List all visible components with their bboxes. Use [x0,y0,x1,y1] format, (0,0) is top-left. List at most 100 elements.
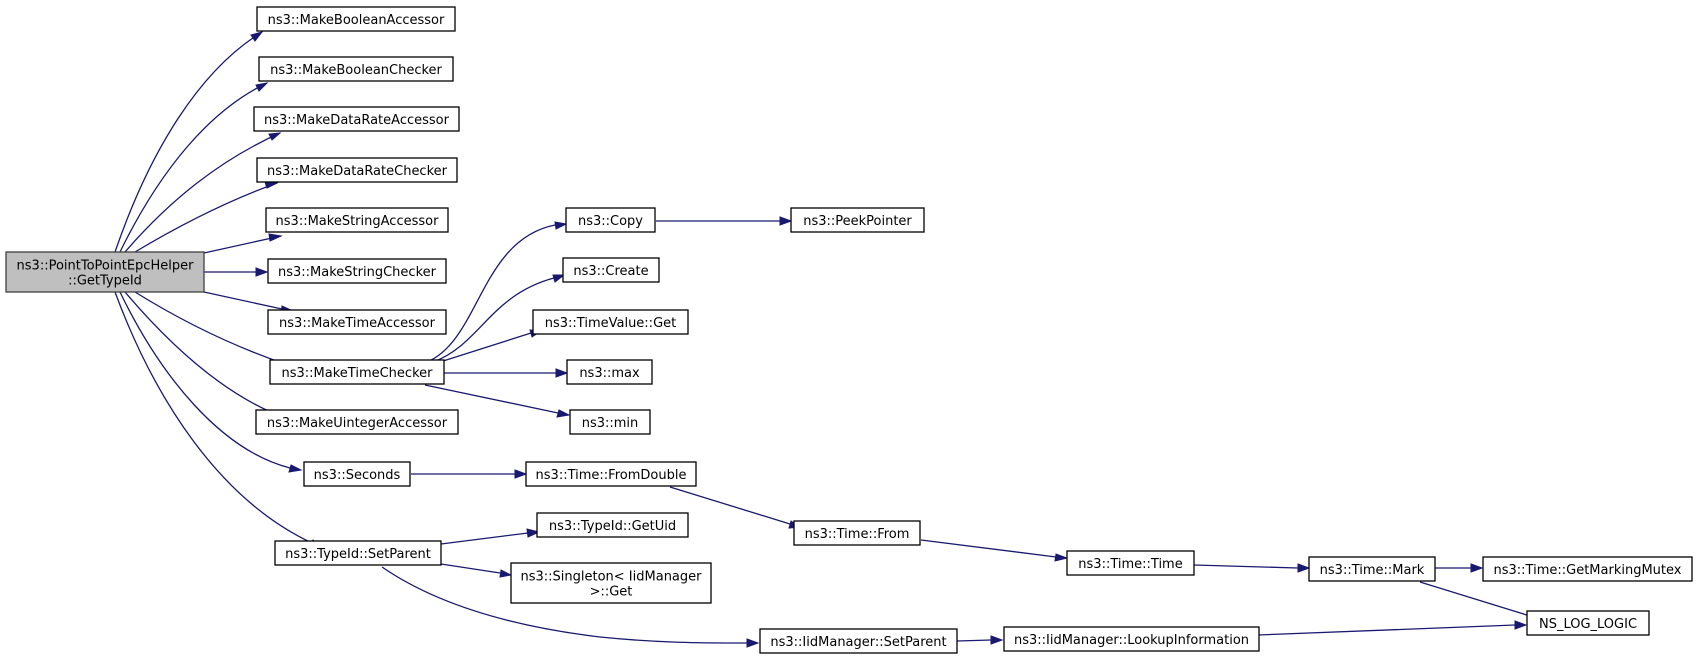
edge-root-mua [124,291,274,414]
arrow-mdrc [264,181,279,189]
node-label: ns3::Time::GetMarkingMutex [1494,563,1682,578]
edge-mark-nslog [1419,581,1531,617]
node-label: ::GetTypeId [68,274,142,289]
node-seconds[interactable]: ns3::Seconds [303,461,411,487]
node-label: ns3::TypeId::SetParent [285,547,431,562]
arrow-getuid [526,528,541,538]
edge-mtc-copy [426,224,556,363]
node-max[interactable]: ns3::max [566,359,653,385]
edge-tsp-iidsp [381,566,748,644]
arrow-gmm [1470,563,1484,573]
nodes: ns3::PointToPointEpcHelper::GetTypeId ns… [5,6,1693,654]
node-time-getmarkingmutex[interactable]: ns3::Time::GetMarkingMutex [1482,556,1693,582]
node-label: NS_LOG_LOGIC [1539,617,1637,632]
node-label: ns3::Time::From [805,527,910,542]
arrow-copy [554,221,568,230]
node-iidmanager-setparent[interactable]: ns3::IidManager::SetParent [759,628,958,654]
edge-root-mtc [134,291,286,365]
arrow-time [1054,553,1069,562]
node-label: ns3::MakeDataRateAccessor [264,113,450,128]
arrow-create [552,274,566,283]
node-label: ns3::Time::Mark [1320,563,1425,578]
node-create[interactable]: ns3::Create [562,257,660,283]
node-make-string-accessor[interactable]: ns3::MakeStringAccessor [265,207,449,233]
node-label: ns3::Copy [578,214,643,229]
node-label: ns3::MakeBooleanChecker [270,63,442,78]
arrow-msa [268,233,283,242]
edge-time-mark [1193,564,1299,569]
node-make-time-checker[interactable]: ns3::MakeTimeChecker [269,359,445,385]
edge-iidsp-lookup [956,639,992,642]
node-label: ns3::Time::Time [1078,557,1182,572]
edge-fromd-from [669,486,791,525]
node-make-time-accessor[interactable]: ns3::MakeTimeAccessor [267,309,447,335]
node-make-datarate-accessor[interactable]: ns3::MakeDataRateAccessor [253,106,460,132]
edge-root-msa [203,235,282,254]
edge-mtc-create [432,277,555,363]
node-make-datarate-checker[interactable]: ns3::MakeDataRateChecker [256,157,458,183]
edge-root-tsp [114,291,313,544]
arrow-nslog-b [1514,620,1528,630]
arrow-min [556,409,571,418]
edge-root-mbc [119,82,268,253]
node-label: ns3::PointToPointEpcHelper [17,259,195,274]
arrow-mbc [255,82,269,92]
edges [114,31,1531,644]
arrow-mdra [268,132,282,141]
node-label: ns3::MakeStringChecker [278,265,437,280]
arrow-lookup [990,635,1004,645]
arrow-sec [288,464,303,473]
node-label: ns3::MakeBooleanAccessor [268,13,445,28]
node-typeid-getuid[interactable]: ns3::TypeId::GetUid [536,512,689,538]
node-label: ns3::MakeTimeChecker [282,366,434,381]
arrow-msc [255,267,269,277]
node-label: ns3::min [582,416,639,431]
arrow-mark [1297,563,1311,573]
edge-from-time [920,539,1057,558]
edge-tsp-singget [440,563,501,574]
node-make-uinteger-accessor[interactable]: ns3::MakeUintegerAccessor [255,409,459,435]
node-copy[interactable]: ns3::Copy [565,207,656,233]
node-label: ns3::MakeUintegerAccessor [267,416,448,431]
arrow-fromd [514,469,528,479]
edge-mtc-min [424,384,559,414]
node-timevalue-get[interactable]: ns3::TimeValue::Get [532,309,689,335]
node-make-boolean-accessor[interactable]: ns3::MakeBooleanAccessor [256,6,456,32]
node-label: ns3::Seconds [314,468,401,483]
node-label: ns3::MakeDataRateChecker [267,164,448,179]
node-label: ns3::TypeId::GetUid [549,519,676,534]
edge-tsp-getuid [440,532,529,545]
node-label: ns3::TimeValue::Get [545,316,677,331]
node-label: ns3::Singleton< IidManager [520,570,702,585]
node-time-time[interactable]: ns3::Time::Time [1066,550,1195,576]
node-label: ns3::Time::FromDouble [536,468,687,483]
arrow-singget [499,569,513,578]
node-label: >::Get [590,585,633,600]
node-label: ns3::MakeTimeAccessor [279,316,436,331]
node-root[interactable]: ns3::PointToPointEpcHelper::GetTypeId [5,251,205,293]
node-label: ns3::IidManager::LookupInformation [1014,633,1249,648]
node-time-fromdouble[interactable]: ns3::Time::FromDouble [525,461,697,487]
arrow-max [555,368,569,378]
arrow-mba [250,31,264,42]
node-singleton-get[interactable]: ns3::Singleton< IidManager>::Get [510,562,712,604]
node-make-boolean-checker[interactable]: ns3::MakeBooleanChecker [258,56,454,82]
node-ns-log-logic[interactable]: NS_LOG_LOGIC [1526,610,1650,636]
edge-mtc-tvget [439,332,532,363]
node-label: ns3::PeekPointer [803,214,912,229]
edge-root-sec [119,291,291,469]
node-typeid-setparent[interactable]: ns3::TypeId::SetParent [274,540,442,566]
node-label: ns3::IidManager::SetParent [770,635,946,650]
edge-root-mdra [124,132,281,253]
node-label: ns3::Create [573,264,648,279]
node-make-string-checker[interactable]: ns3::MakeStringChecker [267,258,447,284]
node-time-mark[interactable]: ns3::Time::Mark [1308,556,1436,582]
node-min[interactable]: ns3::min [569,409,651,435]
node-label: ns3::MakeStringAccessor [276,214,440,229]
node-time-from[interactable]: ns3::Time::From [793,520,921,546]
arrow-iidsp [746,638,760,648]
node-iidmanager-lookupinformation[interactable]: ns3::IidManager::LookupInformation [1003,626,1260,652]
node-peek-pointer[interactable]: ns3::PeekPointer [790,207,925,233]
node-label: ns3::max [579,366,640,381]
